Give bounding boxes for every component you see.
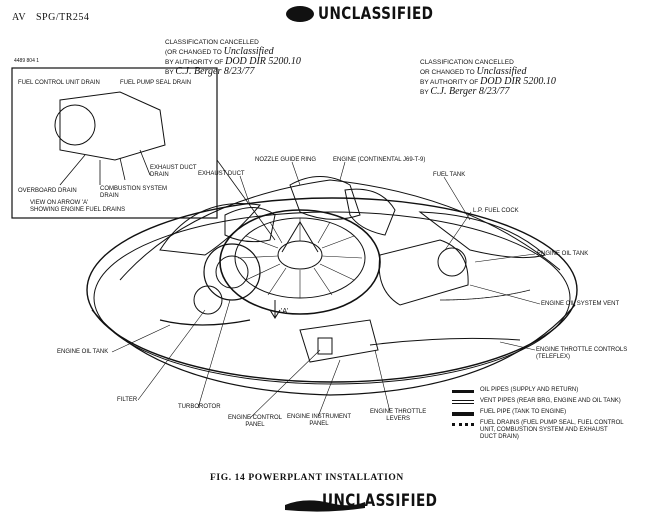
stamp-left-hand2: Unclassified: [223, 46, 274, 57]
label-engine-oil-system-vent: ENGINE OIL SYSTEM VENT: [541, 301, 620, 307]
arrow-a: [269, 300, 281, 319]
redaction-top: [286, 6, 314, 22]
label-lp-fuel-cock: L.P. FUEL COCK: [473, 208, 519, 214]
label-exhaust-duct-drain: EXHAUST DUCT DRAIN: [150, 165, 197, 178]
legend-label-oil: OIL PIPES (SUPPLY AND RETURN): [480, 387, 579, 393]
stamp-left-line1: CLASSIFICATION CANCELLED: [165, 39, 259, 46]
turborotor-hub: [277, 240, 323, 270]
oil-pipe-left: [159, 319, 251, 326]
inset-frame: [11, 67, 218, 219]
engine-right: [378, 239, 469, 306]
legend-label-drains: FUEL DRAINS (FUEL PUMP SEAL, FUEL CONTRO…: [480, 420, 624, 440]
stamp-right-line4: BY C.J. Berger 8/23/77: [420, 86, 510, 97]
engine-left-core: [215, 255, 249, 289]
stamp-right-hand4: C.J. Berger 8/23/77: [430, 86, 510, 97]
fuel-tank-panel: [418, 211, 547, 259]
inset-callout-line: [216, 159, 276, 241]
label-combustion-system-drain: COMBUSTION SYSTEM DRAIN: [100, 186, 168, 199]
leader-lines: [111, 161, 541, 419]
stamp-right: CLASSIFICATION CANCELLED OR CHANGED TO U…: [420, 58, 630, 97]
vent-pipe-right: [439, 289, 531, 301]
label-engine-throttle-levers: ENGINE THROTTLE LEVERS: [370, 409, 427, 422]
legend-row-vent-pipes: VENT PIPES (REAR BRG, ENGINE AND OIL TAN…: [452, 398, 621, 405]
label-fuel-pump-seal-drain: FUEL PUMP SEAL DRAIN: [120, 80, 192, 86]
label-engine-oil-tank-right: ENGINE OIL TANK: [537, 251, 589, 257]
engine-upper-duct: [344, 188, 396, 236]
doc-prefix: AV: [12, 12, 27, 23]
inset-drain-pipes: [59, 149, 151, 186]
legend-swatch-fuel: [452, 412, 474, 416]
stamp-left: CLASSIFICATION CANCELLED (OR CHANGED TO …: [165, 38, 365, 77]
saucer-hull-rim: [93, 211, 571, 385]
redaction-bottom: [285, 500, 365, 512]
legend-row-fuel-drains: FUEL DRAINS (FUEL PUMP SEAL, FUEL CONTRO…: [452, 420, 624, 441]
stamp-left-hand4: C.J. Berger 8/23/77: [175, 66, 255, 77]
label-engine-instrument-panel: ENGINE INSTRUMENT PANEL: [287, 414, 352, 427]
legend-row-fuel-pipe: FUEL PIPE (TANK TO ENGINE): [452, 409, 566, 416]
legend-label-vent: VENT PIPES (REAR BRG, ENGINE AND OIL TAN…: [480, 398, 621, 404]
turborotor-blades: [237, 218, 363, 298]
bottom-unclassified-stamp: UNCLASSIFIED: [322, 491, 438, 511]
stamp-left-hand3: DOD DIR 5200.10: [225, 56, 301, 67]
saucer-lower-hull: [91, 304, 576, 396]
inset-engine: [59, 91, 166, 161]
label-overboard-drain: OVERBOARD DRAIN: [18, 188, 77, 194]
engine-left: [203, 243, 261, 301]
stamp-right-line1: CLASSIFICATION CANCELLED: [420, 59, 514, 66]
throttle-cable: [369, 337, 521, 346]
cockpit-opening: [159, 202, 261, 256]
legend-row-oil-pipes: OIL PIPES (SUPPLY AND RETURN): [452, 387, 578, 394]
engine-upper-casing: [289, 176, 361, 220]
label-nozzle-guide-ring: NOZZLE GUIDE RING: [255, 157, 317, 163]
stamp-left-line4: BY C.J. Berger 8/23/77: [165, 66, 255, 77]
label-fuel-control-unit-drain: FUEL CONTROL UNIT DRAIN: [18, 80, 100, 86]
engine-right-intake: [437, 247, 467, 277]
stamp-right-hand2: Unclassified: [476, 66, 527, 77]
saucer-hull-outer: [86, 197, 578, 383]
control-console: [299, 319, 379, 363]
stamp-right-line3: BY AUTHORITY OF DOD DIR 5200.10: [420, 76, 556, 87]
stamp-left-line2: (OR CHANGED TO Unclassified: [165, 46, 274, 57]
legend-swatch-oil: [452, 390, 474, 393]
label-filter: FILTER: [117, 397, 138, 403]
stamp-left-line3: BY AUTHORITY OF DOD DIR 5200.10: [165, 56, 301, 67]
label-engine-control-panel: ENGINE CONTROL PANEL: [228, 415, 283, 428]
label-turborotor: TURBOROTOR: [178, 404, 221, 410]
legend-swatch-vent: [452, 400, 474, 404]
label-fuel-tank: FUEL TANK: [433, 172, 466, 178]
label-engine-continental: ENGINE (CONTINENTAL J69-T-9): [333, 157, 426, 163]
inset-caption: VIEW ON ARROW 'A' SHOWING ENGINE FUEL DR…: [30, 200, 126, 213]
stamp-right-line2: OR CHANGED TO Unclassified: [420, 66, 527, 77]
figure-caption: FIG. 14 POWERPLANT INSTALLATION: [210, 473, 404, 483]
label-engine-oil-tank-left: ENGINE OIL TANK: [57, 349, 109, 355]
inset-engine-intake: [54, 104, 96, 146]
stamp-right-hand3: DOD DIR 5200.10: [480, 76, 556, 87]
inset-ref-number: 4489 804 1: [14, 58, 40, 64]
filter-housing: [193, 285, 223, 315]
legend-swatch-drains: [452, 423, 474, 426]
label-exhaust-duct: EXHAUST DUCT: [198, 171, 245, 177]
legend-label-fuel: FUEL PIPE (TANK TO ENGINE): [480, 409, 567, 415]
doc-id: SPG/TR254: [36, 12, 90, 23]
engine-control-box: [317, 337, 333, 355]
label-engine-throttle-controls: ENGINE THROTTLE CONTROLS (TELEFLEX): [536, 347, 628, 360]
exhaust-duct: [224, 207, 276, 243]
label-arrow-a: 'A': [281, 308, 289, 315]
top-unclassified-stamp: UNCLASSIFIED: [318, 4, 434, 24]
